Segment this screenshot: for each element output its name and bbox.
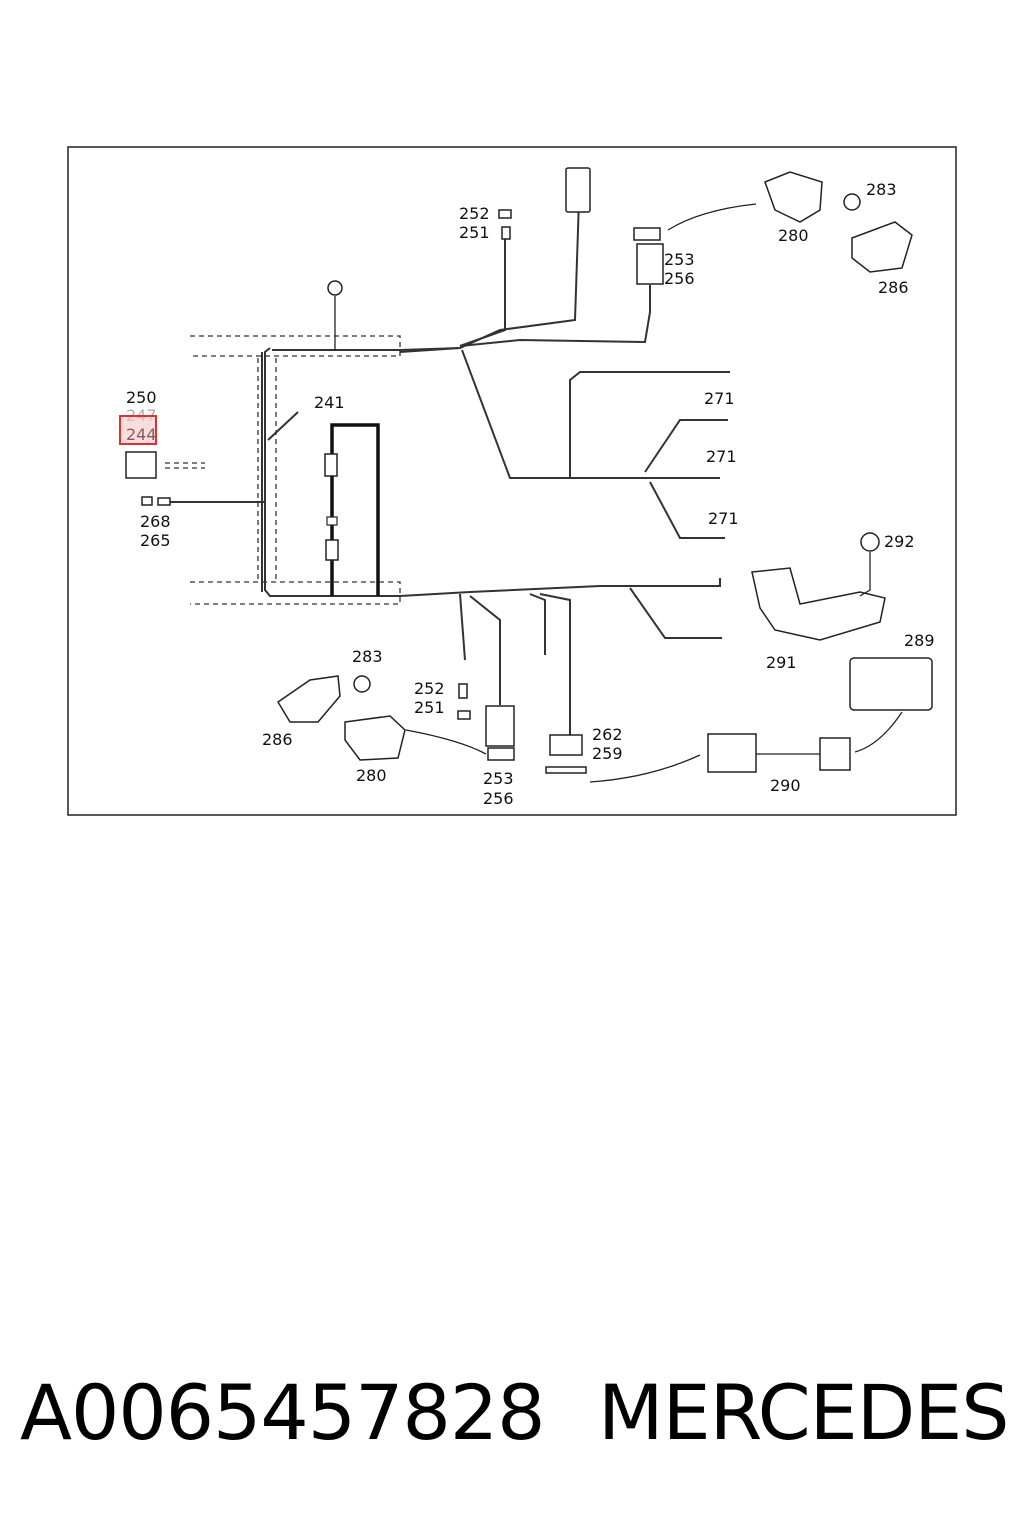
brand-name: MERCEDES xyxy=(598,1368,1009,1457)
callout-271-c: 271 xyxy=(708,509,739,528)
callout-250: 250 xyxy=(126,388,157,407)
callout-256-bottom: 256 xyxy=(483,789,514,808)
cover-286-bottom xyxy=(276,675,341,723)
callout-283-top: 283 xyxy=(866,180,897,199)
callout-268: 268 xyxy=(140,512,171,531)
bolt-283-top xyxy=(843,193,861,211)
callout-244: 244 xyxy=(126,425,157,444)
part-number: A0065457828 xyxy=(20,1368,546,1457)
callout-280-bottom: 280 xyxy=(356,766,387,785)
callout-252-top: 252 xyxy=(459,204,490,223)
callout-252-bottom: 252 xyxy=(414,679,445,698)
small-connector-268 xyxy=(141,496,153,506)
callout-286-bottom: 286 xyxy=(262,730,293,749)
plug-253-top xyxy=(633,227,661,241)
callout-280-top: 280 xyxy=(778,226,809,245)
socket-262 xyxy=(549,734,583,756)
grommet xyxy=(327,280,343,296)
mounting-bracket-outline xyxy=(165,335,401,605)
bracket-291 xyxy=(751,567,886,641)
strip-259 xyxy=(545,766,587,774)
callout-265: 265 xyxy=(140,531,171,550)
callout-292: 292 xyxy=(884,532,915,551)
loop-harness xyxy=(330,423,380,596)
callout-259: 259 xyxy=(592,744,623,763)
callout-271-b: 271 xyxy=(706,447,737,466)
callout-283-bottom: 283 xyxy=(352,647,383,666)
highlight-box xyxy=(119,415,157,445)
module-289 xyxy=(849,657,933,711)
nut-292 xyxy=(860,532,880,552)
pin-connector-251-top xyxy=(501,226,511,240)
multi-pin-connector xyxy=(565,167,591,213)
callout-286-top: 286 xyxy=(878,278,909,297)
bracket-280-top xyxy=(764,171,823,223)
relay-253-top xyxy=(636,243,664,285)
adapter-cable-290-right xyxy=(819,737,851,771)
pin-connector-252-bottom xyxy=(458,683,468,699)
diagram-frame xyxy=(67,146,957,816)
small-plug xyxy=(326,516,338,526)
callout-241: 241 xyxy=(314,393,345,412)
relay-253-bottom xyxy=(485,705,515,747)
cover-286-top xyxy=(851,221,913,273)
component-outlines xyxy=(125,167,933,774)
callout-253-bottom: 253 xyxy=(483,769,514,788)
bolt-283-bottom xyxy=(353,675,371,693)
adapter-cable-290-left xyxy=(707,733,757,773)
callout-253-top: 253 xyxy=(664,250,695,269)
plate-244 xyxy=(125,451,157,479)
callout-291: 291 xyxy=(766,653,797,672)
inline-connector xyxy=(325,539,339,561)
bracket-280-bottom xyxy=(344,715,406,761)
callout-271-a: 271 xyxy=(704,389,735,408)
callout-labels: 250 247 244 268 265 241 252 251 253 256 … xyxy=(119,180,935,808)
main-harness xyxy=(160,169,730,735)
callout-251-bottom: 251 xyxy=(414,698,445,717)
lead-lines xyxy=(334,203,903,783)
callout-262: 262 xyxy=(592,725,623,744)
callout-251-top: 251 xyxy=(459,223,490,242)
pin-connector-252-top xyxy=(498,209,512,219)
pin-connector-251-bottom xyxy=(457,710,471,720)
callout-289: 289 xyxy=(904,631,935,650)
callout-256-top: 256 xyxy=(664,269,695,288)
inline-connector xyxy=(324,453,338,477)
plug-253-bottom xyxy=(487,747,515,761)
small-connector-265 xyxy=(157,497,171,506)
callout-290: 290 xyxy=(770,776,801,795)
